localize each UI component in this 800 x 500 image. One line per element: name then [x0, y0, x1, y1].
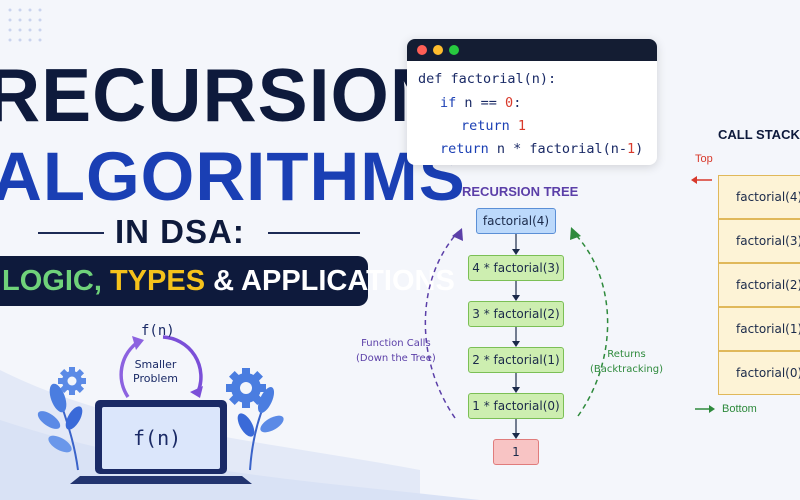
code-line-3: return 1	[461, 118, 527, 134]
laptop-screen-text: f(n)	[133, 426, 182, 450]
title-rule-left	[38, 232, 104, 234]
title-rule-right	[268, 232, 360, 234]
stack-frame-0: factorial(4)	[718, 175, 800, 219]
code-line-4: return n * factorial(n-1)	[440, 141, 644, 157]
recursion-tree-title: RECURSION TREE	[462, 184, 579, 199]
returns-label-line2: (Backtracking)	[590, 363, 663, 375]
stack-frame-4: factorial(0)	[718, 351, 800, 395]
returns-label-line1: Returns	[607, 349, 646, 360]
top-arrow-icon	[691, 176, 712, 184]
stack-bottom-label: Bottom	[722, 403, 757, 415]
title-line-in-dsa: IN DSA:	[115, 213, 245, 250]
subtitle-types: TYPES	[109, 264, 206, 297]
leaf-icon	[37, 383, 83, 471]
calls-arrow	[424, 231, 459, 419]
subtitle-logic: LOGIC,	[2, 264, 102, 297]
tree-node-0: factorial(4)	[476, 208, 556, 234]
stack-frame-2: factorial(2)	[718, 263, 800, 307]
tree-node-3: 2 * factorial(1)	[468, 347, 564, 373]
cycle-text-line2: Problem	[133, 372, 178, 386]
cycle-arrow-icon	[119, 335, 203, 398]
stack-top-label: Top	[695, 153, 713, 165]
bottom-arrow-icon	[695, 405, 715, 413]
title-line-algorithms: ALGORITHMS	[0, 138, 466, 215]
maximize-dot-icon	[449, 45, 459, 55]
close-dot-icon	[417, 45, 427, 55]
calls-label-line2: (Down the Tree)	[356, 352, 436, 364]
stack-frame-1: factorial(3)	[718, 219, 800, 263]
tree-node-5: 1	[493, 439, 539, 465]
call-stack-title: CALL STACK	[718, 127, 800, 142]
subtitle-pill: LOGIC, TYPES & APPLICATIONS	[0, 256, 455, 306]
title-line-recursion: RECURSION	[0, 53, 446, 137]
code-window-titlebar	[407, 39, 657, 61]
code-window: def factorial(n): if n == 0: return 1 re…	[407, 39, 657, 165]
minimize-dot-icon	[433, 45, 443, 55]
tree-node-4: 1 * factorial(0)	[468, 393, 564, 419]
leaf-icon	[237, 387, 284, 471]
tree-node-1: 4 * factorial(3)	[468, 255, 564, 281]
gear-icon	[58, 367, 86, 395]
cycle-text-line1: Smaller	[134, 358, 177, 371]
subtitle-applications: & APPLICATIONS	[213, 264, 455, 297]
stack-frame-3: factorial(1)	[718, 307, 800, 351]
tree-node-2: 3 * factorial(2)	[468, 301, 564, 327]
calls-label: Function Calls (Down the Tree)	[356, 337, 436, 366]
calls-label-line1: Function Calls	[361, 338, 431, 349]
dot-grid	[8, 8, 42, 42]
returns-arrow	[574, 233, 609, 417]
code-line-2: if n == 0:	[440, 95, 522, 111]
returns-label: Returns (Backtracking)	[590, 348, 663, 377]
code-line-1: def factorial(n):	[418, 71, 557, 87]
laptop-icon	[70, 400, 252, 484]
cycle-text: Smaller Problem	[133, 358, 178, 387]
fn-label-top: f(n)	[141, 323, 175, 339]
